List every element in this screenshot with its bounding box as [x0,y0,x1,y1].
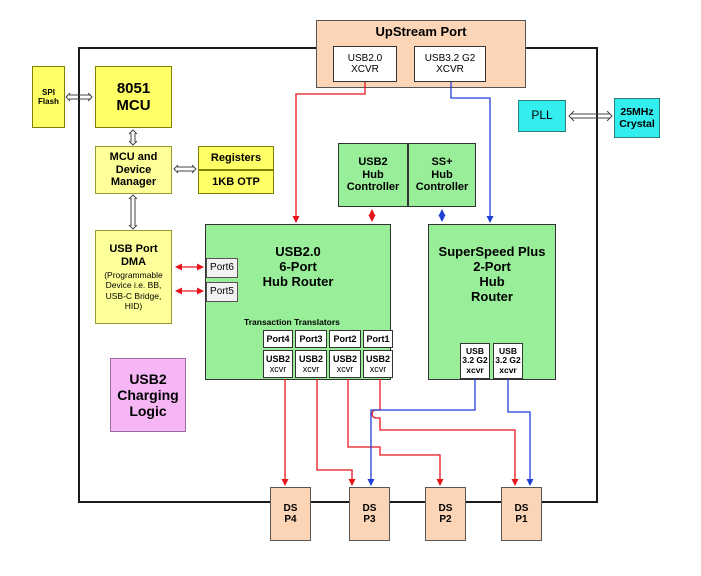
pll: PLL [518,100,566,132]
port5: Port5 [206,282,238,302]
wire-upstream-usb2 [292,82,366,223]
usb2-hub-controller: USB2 Hub Controller [338,143,408,207]
port6: Port6 [206,258,238,278]
wire-ss-p3 [367,379,476,486]
wire-ss-p1 [507,379,534,486]
upstream-usb32-xcvr: USB3.2 G2 XCVR [414,46,486,82]
wire-usb2-p1 [371,379,519,486]
tt-port3: Port3 [295,330,327,348]
spi-flash: SPI Flash [32,66,65,128]
otp-memory: 1KB OTP [198,170,274,194]
crystal-25mhz: 25MHz Crystal [614,98,660,138]
ss-hub-router: SuperSpeed Plus 2-Port Hub Router [428,224,556,380]
wire-upstream-usb32 [450,82,494,223]
ss-hub-controller: SS+ Hub Controller [408,143,476,207]
transaction-translators-label: Transaction Translators [244,317,340,327]
wire-usb2-p3 [316,379,356,486]
internal-connectors [65,92,613,230]
usb2-charging-logic: USB2 Charging Logic [110,358,186,432]
upstream-port-title: UpStream Port [375,24,467,39]
tt-port4: Port4 [263,330,293,348]
tt-port1: Port1 [363,330,393,348]
device-manager: MCU and Device Manager [95,146,172,194]
usb-port-dma: USB Port DMA (Programmable Device i.e. B… [95,230,172,324]
upstream-usb2-xcvr: USB2.0 XCVR [333,46,397,82]
tt-port2: Port2 [329,330,361,348]
mcu-8051: 8051 MCU [95,66,172,128]
wire-usb2-p2 [347,379,444,486]
registers: Registers [198,146,274,170]
